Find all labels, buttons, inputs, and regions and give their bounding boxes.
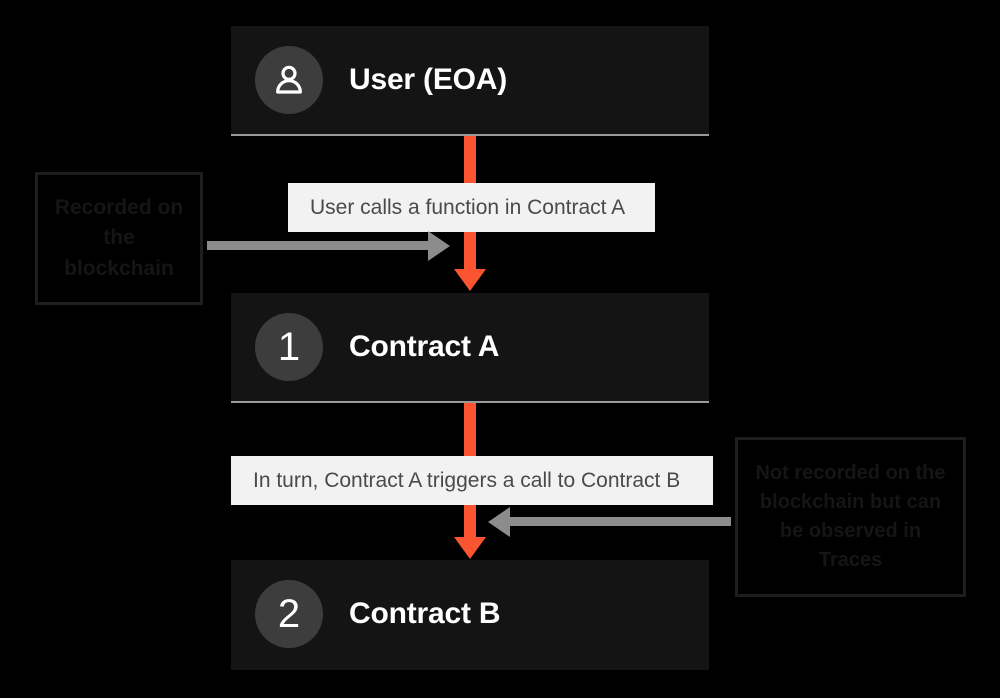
node-contract-a[interactable]: 1 Contract A [231,293,709,403]
person-icon [255,46,323,114]
flow-arrow-caption2-to-contract-b [464,505,476,539]
note-recorded-text: Recorded on the blockchain [54,195,184,280]
node-contract-a-label: Contract A [349,330,500,363]
caption-step-1: User calls a function in Contract A [288,183,655,232]
node-contract-b[interactable]: 2 Contract B [231,560,709,670]
node-user[interactable]: User (EOA) [231,26,709,136]
flow-arrow-caption1-to-contract-a [464,232,476,271]
annotation-arrow-right-shaft [509,517,731,526]
annotation-arrow-left-shaft [207,241,429,250]
node-contract-b-label: Contract B [349,597,501,630]
note-recorded-on-blockchain: Recorded on the blockchain [35,172,203,305]
note-not-recorded-text: Not recorded on the blockchain but can b… [755,462,946,571]
note-not-recorded-on-blockchain: Not recorded on the blockchain but can b… [735,437,966,597]
flow-arrow-contract-a-to-caption2 [464,403,476,457]
flow-arrowhead-contract-b [454,537,486,559]
node-user-label: User (EOA) [349,63,508,96]
caption-step-2: In turn, Contract A triggers a call to C… [231,456,713,505]
step-number-badge-2: 2 [255,580,323,648]
step-number-badge-1: 1 [255,313,323,381]
flow-arrow-user-to-caption1 [464,136,476,184]
annotation-arrowhead-right-icon [428,231,450,261]
annotation-arrowhead-left-icon [488,507,510,537]
flow-arrowhead-contract-a [454,269,486,291]
